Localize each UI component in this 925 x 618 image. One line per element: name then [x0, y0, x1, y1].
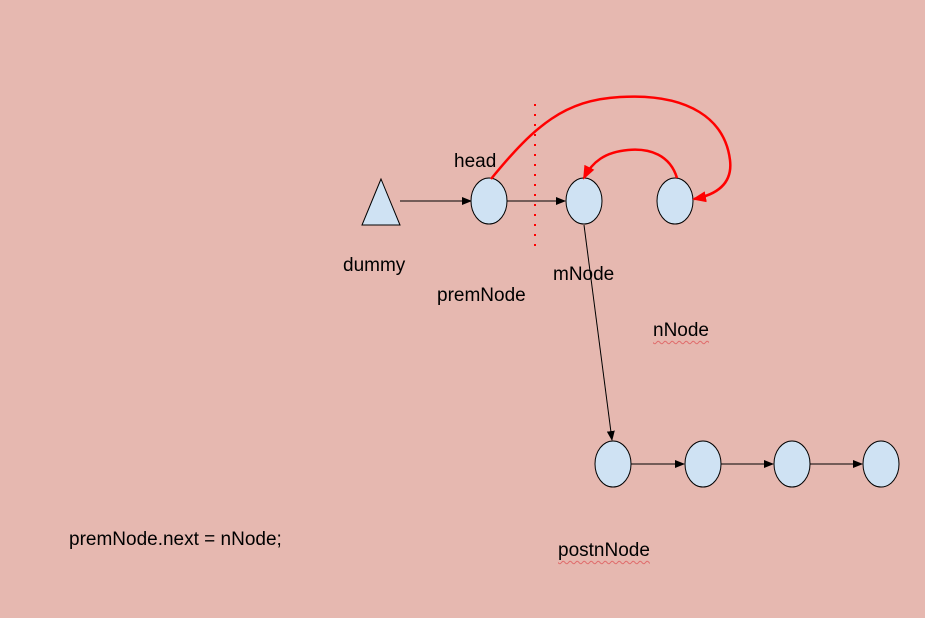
- label-nnode: nNode: [653, 320, 709, 341]
- mnode-node: [565, 177, 603, 225]
- postn-node-3: [773, 440, 811, 488]
- nnode-node: [656, 177, 694, 225]
- label-dummy: dummy: [343, 255, 406, 276]
- label-mnode: mNode: [553, 264, 615, 285]
- postn-node-4: [862, 440, 900, 488]
- label-premnode: premNode: [437, 285, 526, 306]
- red-arrow-nnode-to-mnode: [582, 148, 679, 180]
- label-head: head: [454, 151, 497, 172]
- code-statement: premNode.next = nNode;: [69, 529, 282, 550]
- label-postnnode: postnNode: [558, 540, 650, 561]
- head-node: [470, 177, 508, 225]
- red-arrow-head-to-nnode: [490, 95, 732, 203]
- dummy-node-triangle: [361, 177, 401, 226]
- arrow-mnode-to-postnnode: [583, 224, 615, 441]
- postn-node-2: [684, 440, 722, 488]
- postn-node-1: [594, 440, 632, 488]
